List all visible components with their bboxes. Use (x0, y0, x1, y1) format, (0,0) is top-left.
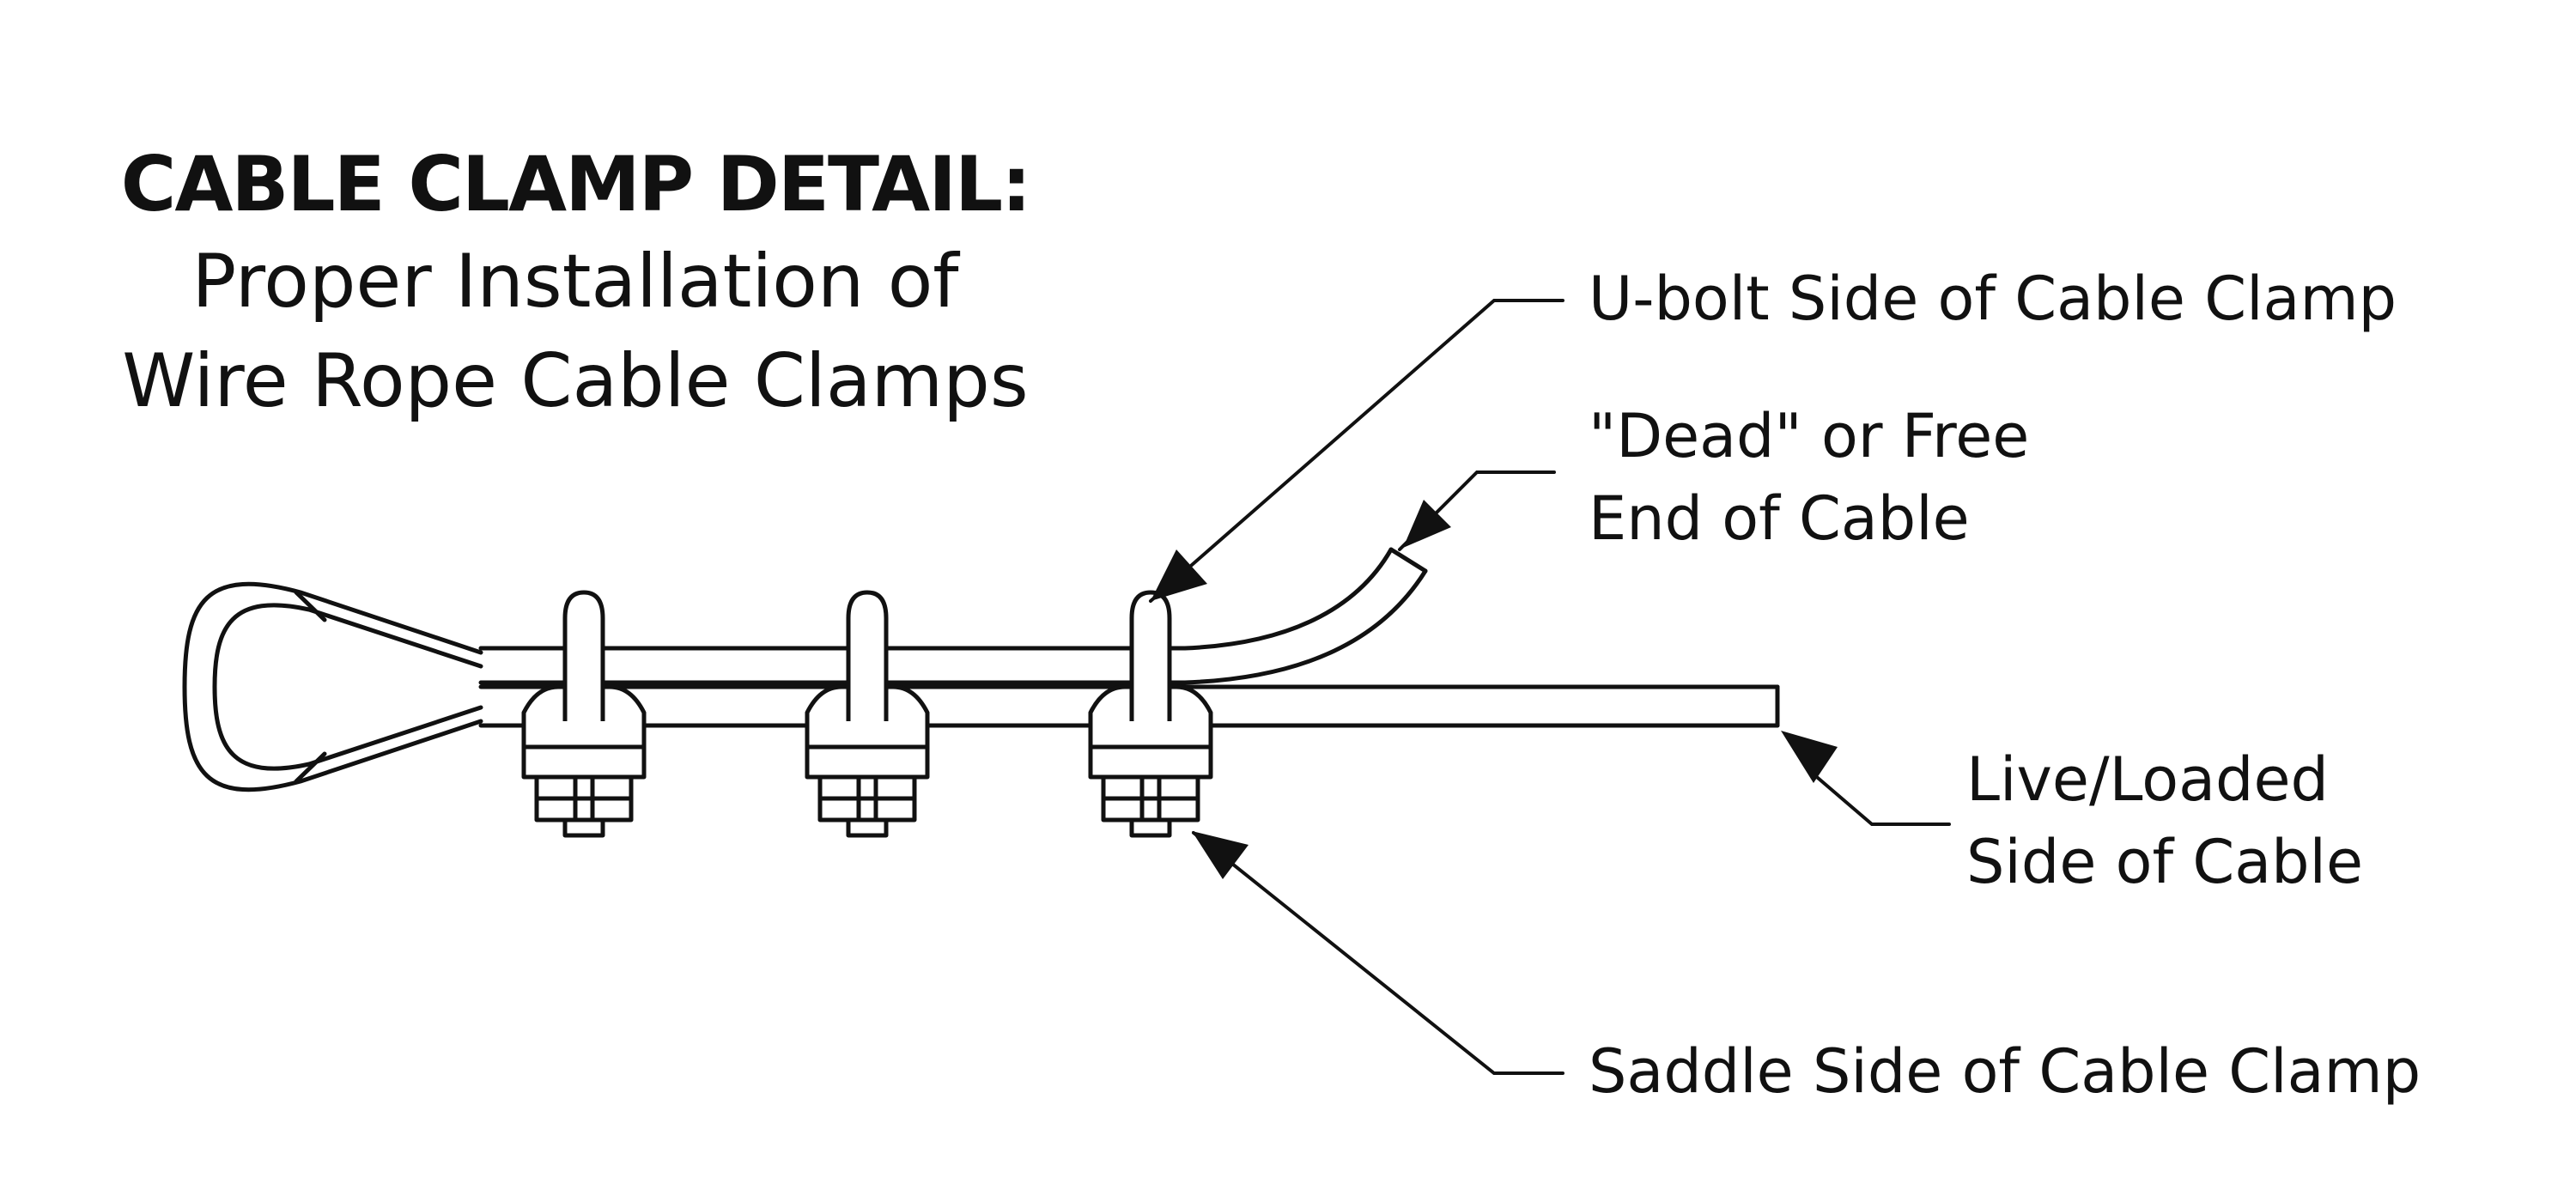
ubolt-arrowhead (1151, 549, 1207, 601)
dead-end-cable (478, 547, 1428, 685)
dead-end-arrowhead (1403, 500, 1451, 548)
live-side-leader-line (1810, 771, 1951, 826)
live-side-label-line2: Side of Cable (1966, 827, 2364, 897)
saddle-arrowhead (1192, 831, 1249, 879)
live-side-label-line1: Live/Loaded (1966, 744, 2329, 815)
clamp-bolt-end (562, 817, 605, 838)
clamp-u-bolt (562, 590, 605, 721)
diagram-subtitle-line2: Wire Rope Cable Clamps (122, 338, 1029, 424)
clamp-saddle (1088, 684, 1213, 780)
cable-clamp (521, 590, 647, 838)
dead-end-label-line2: End of Cable (1589, 483, 1970, 554)
ubolt-leader-line (1149, 299, 1564, 603)
thimble-eye (182, 581, 483, 792)
cable-clamp (1088, 590, 1213, 838)
title-block: CABLE CLAMP DETAIL: Proper Installation … (34, 137, 1116, 431)
clamp-bolt-end (1129, 817, 1172, 838)
dead-end-label-line1: "Dead" or Free (1589, 401, 2030, 471)
live-side-arrowhead (1781, 731, 1838, 783)
ubolt-side-label: U-bolt Side of Cable Clamp (1589, 264, 2397, 334)
cable-clamp (805, 590, 930, 838)
clamp-u-bolt (846, 590, 889, 721)
clamp-u-bolt (1129, 590, 1172, 721)
clamp-saddle (805, 684, 930, 780)
saddle-leader-line (1192, 831, 1564, 1075)
clamp-saddle (521, 684, 647, 780)
clamp-bolt-end (846, 817, 889, 838)
saddle-side-label: Saddle Side of Cable Clamp (1589, 1036, 2421, 1107)
diagram-subtitle-line1: Proper Installation of (191, 239, 959, 325)
diagram-title: CABLE CLAMP DETAIL: (120, 140, 1032, 228)
